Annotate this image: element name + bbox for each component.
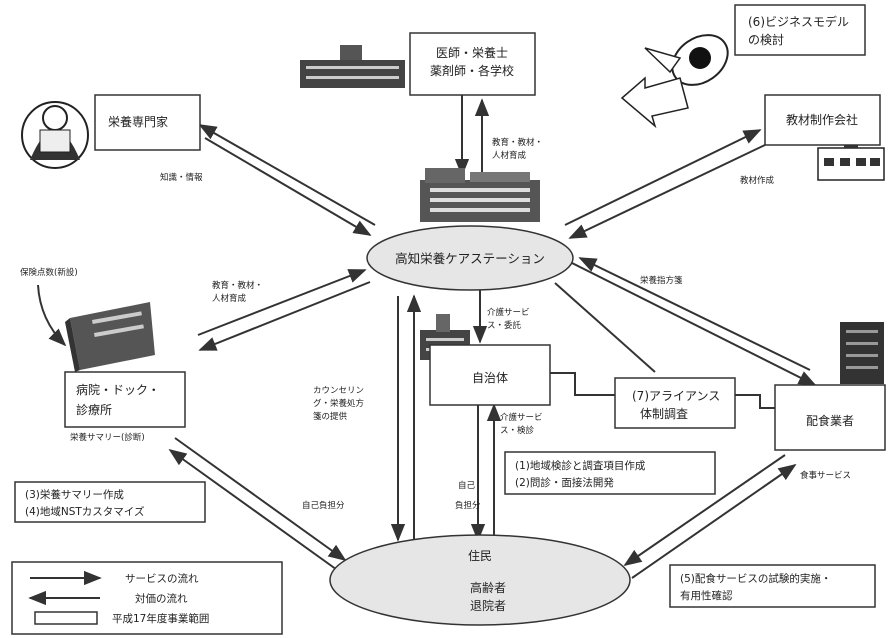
edge-labels: 知識・情報 教育・教材・ 人材育成 教材作成 保険点数(新設) 教育・教材・ 人… [20, 137, 851, 511]
arrow-delivery-to-station [578, 257, 811, 371]
project-box-3-4 [14, 481, 206, 523]
business-model-label-1: (6)ビジネスモデル [748, 14, 849, 29]
label-care-service-2: ス・委託 [487, 320, 522, 331]
alliance-label-1: (7)アライアンス [632, 389, 720, 403]
label-nutrition-guidance: 栄養指方箋 [640, 275, 683, 286]
arrow-hospital-to-residents [174, 437, 347, 562]
label-material-creation: 教材作成 [740, 175, 775, 186]
project-5-label-2: 有用性確認 [680, 589, 733, 602]
delivery-label: 配食業者 [806, 413, 854, 428]
hospital-box[interactable] [64, 371, 186, 428]
project-labels: (1)地域検診と調査項目作成 (2)問診・面接法開発 (3)栄養サマリー作成 (… [25, 459, 831, 602]
label-care-service-1: 介護サービ [487, 307, 530, 318]
label-nutrition-summary: 栄養サマリー(診断) [70, 432, 145, 443]
doctors-box[interactable] [409, 32, 536, 96]
label-care-exam-1: 介護サービ [500, 412, 543, 423]
big-arrow-icon [620, 76, 689, 129]
hospital-building-icon [65, 302, 155, 372]
station-label: 高知栄養ケアステーション [395, 251, 545, 266]
station-building-icon [420, 168, 540, 222]
doctors-label-2: 薬剤師・各学校 [430, 63, 514, 78]
arrow-materials-to-station [568, 144, 766, 239]
arrow-delivery-to-residents [623, 454, 786, 567]
school-building-icon [300, 45, 405, 88]
rocket-icon [644, 34, 729, 86]
label-edu-hosp-1: 教育・教材・ [212, 280, 263, 291]
alliance-box[interactable] [614, 377, 736, 429]
legend-scope-swatch [34, 611, 98, 625]
legend-service-label: サービスの流れ [125, 572, 199, 585]
municipality-box[interactable] [429, 344, 551, 406]
project-3-label: (3)栄養サマリー作成 [25, 488, 124, 501]
project-1-label: (1)地域検診と調査項目作成 [515, 459, 646, 472]
line-municipality-alliance [550, 372, 615, 396]
elderly-label-2: 退院者 [470, 599, 506, 613]
arrow-residents-to-hospital [168, 448, 341, 573]
station-ellipse[interactable] [366, 225, 574, 291]
arrow-insurance-to-hospital [37, 284, 67, 347]
hospital-label-2: 診療所 [76, 402, 112, 417]
label-meal-service: 食事サービス [800, 470, 851, 481]
label-care-exam-2: ス・検診 [500, 425, 535, 436]
materials-label: 教材制作会社 [786, 112, 858, 127]
label-education-2: 人材育成 [492, 150, 527, 161]
doctors-label-1: 医師・栄養士 [436, 45, 508, 60]
project-2-label: (2)問診・面接法開発 [515, 476, 614, 489]
line-alliance-delivery [735, 394, 775, 409]
delivery-box[interactable] [774, 384, 886, 451]
project-5-label-1: (5)配食サービスの試験的実施・ [680, 572, 831, 585]
specialist-box[interactable] [94, 94, 201, 151]
municipality-label: 自治体 [472, 371, 508, 385]
arrow-station-to-materials [564, 129, 762, 226]
business-model-box[interactable] [734, 4, 866, 56]
arrow-station-to-delivery [569, 261, 817, 386]
label-self-1: 自己 [458, 480, 476, 491]
label-knowledge-info: 知識・情報 [160, 172, 203, 183]
project-box-1-2 [504, 451, 716, 495]
residents-label: 住民 [468, 549, 492, 563]
label-self-2: 負担分 [455, 500, 481, 511]
label-counseling-2: グ・栄養処方 [313, 398, 364, 409]
project-4-label: (4)地域NSTカスタマイズ [25, 505, 145, 518]
specialist-person-icon [21, 101, 89, 169]
arrow-hospital-to-station [197, 269, 367, 336]
legend-scope-label: 平成17年度事業範囲 [112, 612, 209, 625]
label-counseling-3: 箋の提供 [313, 411, 348, 422]
connections [37, 95, 817, 579]
arrow-station-to-hospital [198, 281, 371, 351]
label-education-1: 教育・教材・ [492, 137, 543, 148]
alliance-label-2: 体制調査 [640, 407, 688, 421]
legend: サービスの流れ 対価の流れ 平成17年度事業範囲 [28, 570, 209, 625]
business-model-label-2: の検討 [748, 32, 784, 47]
project-box-5 [669, 564, 876, 608]
label-counseling-1: カウンセリン [313, 386, 364, 396]
label-edu-hosp-2: 人材育成 [212, 293, 247, 304]
hospital-label-1: 病院・ドック・ [76, 382, 160, 397]
specialist-label: 栄養専門家 [108, 114, 168, 129]
label-insurance-points: 保険点数(新設) [20, 267, 78, 278]
line-station-alliance [554, 282, 656, 373]
label-self-pay: 自己負担分 [302, 500, 345, 511]
node-labels: 高知栄養ケアステーション 栄養専門家 医師・栄養士 薬剤師・各学校 (6)ビジネ… [76, 14, 858, 613]
arrow-residents-to-delivery [631, 463, 797, 579]
arrow-station-to-specialist [198, 124, 376, 226]
legend-payment-label: 対価の流れ [135, 592, 188, 605]
residents-ellipse[interactable] [329, 534, 631, 626]
delivery-building-icon [840, 322, 884, 384]
elderly-label-1: 高齢者 [470, 580, 506, 595]
materials-box[interactable] [764, 94, 881, 146]
arrow-specialist-to-station [204, 137, 372, 236]
